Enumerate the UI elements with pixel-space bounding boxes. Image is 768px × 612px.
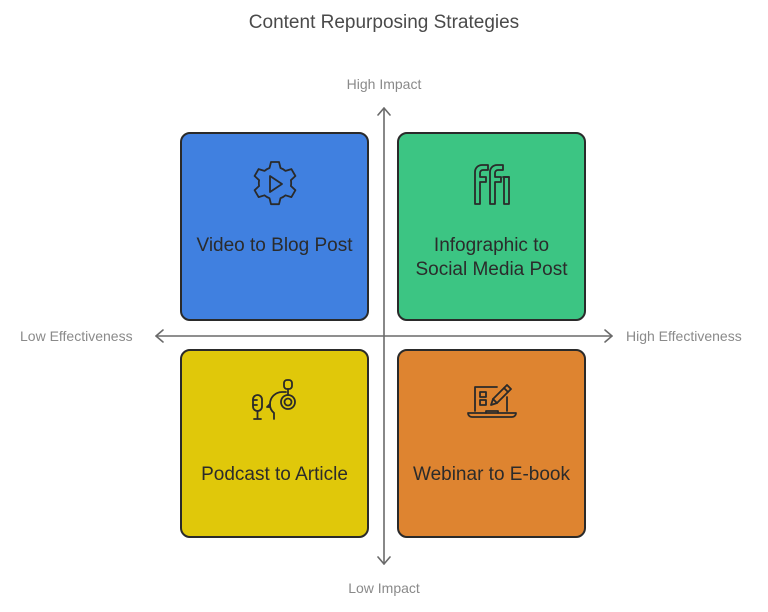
x-axis-low-label: Low Effectiveness [20, 328, 133, 344]
quadrant-label: Webinar to E-book [412, 464, 570, 485]
diagram-title: Content Repurposing Strategies [248, 12, 520, 33]
quadrant-podcast-to-article: Podcast to Article [180, 349, 369, 538]
laptop-pencil-icon [464, 373, 520, 429]
y-axis-low-label: Low Impact [348, 580, 420, 596]
video-gear-icon [247, 156, 303, 212]
ff-ligature-icon [464, 156, 520, 212]
y-axis-high-label: High Impact [346, 76, 422, 92]
quadrant-label: Podcast to Article [201, 464, 348, 485]
quadrant-webinar-to-e-book: Webinar to E-book [397, 349, 586, 538]
down-arrow-icon [377, 556, 391, 565]
quadrant-label: Video to Blog Post [196, 235, 353, 256]
quadrant-infographic-to-social-media-post: Infographic to Social Media Post [397, 132, 586, 321]
quadrant-video-to-blog-post: Video to Blog Post [180, 132, 369, 321]
podcast-microphone-icon [247, 373, 303, 429]
left-arrow-icon [155, 329, 164, 343]
x-axis-high-label: High Effectiveness [626, 328, 742, 344]
right-arrow-icon [604, 329, 613, 343]
up-arrow-icon [377, 107, 391, 116]
quadrant-label: Infographic to Social Media Post [415, 235, 568, 280]
